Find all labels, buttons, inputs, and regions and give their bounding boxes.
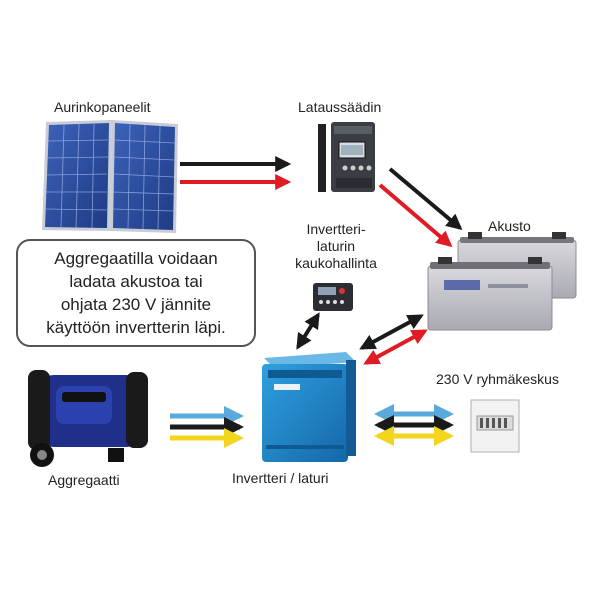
battery-label: Akusto — [488, 218, 531, 234]
controller-battery-arrow-black — [388, 167, 463, 231]
remote-label-line2: laturin — [316, 238, 356, 254]
solar-panels-image — [42, 120, 178, 233]
battery-inverter-arrow-black — [359, 314, 424, 350]
battery-inverter-arrow-red — [363, 329, 428, 365]
remote-control-image — [313, 283, 353, 311]
solar-panels-label: Aurinkopaneelit — [54, 99, 151, 115]
info-note-box: Aggregaatilla voidaan ladata akustoa tai… — [16, 239, 256, 347]
info-note-line1: Aggregaatilla voidaan — [54, 249, 218, 268]
charge-controller-label: Lataussäädin — [298, 99, 382, 115]
info-note-line4: käyttöön invertterin läpi. — [46, 318, 226, 337]
remote-inverter-arrow — [296, 312, 320, 350]
distribution-board-image — [470, 399, 520, 453]
battery-bank-image — [427, 232, 577, 331]
remote-label-line3: kaukohallinta — [295, 255, 377, 271]
inverter-charger-image — [262, 352, 356, 462]
generator-label: Aggregaatti — [48, 472, 120, 488]
charge-controller-image — [318, 122, 375, 192]
distribution-board-label: 230 V ryhmäkeskus — [436, 371, 559, 387]
generator-image — [28, 370, 148, 467]
remote-control-label: Invertteri- laturin kaukohallinta — [290, 221, 382, 272]
info-note-line2: ladata akustoa tai — [69, 272, 203, 291]
inverter-charger-label: Invertteri / laturi — [232, 470, 329, 486]
info-note-line3: ohjata 230 V jännite — [60, 295, 212, 314]
controller-battery-arrow-red — [378, 183, 453, 248]
remote-label-line1: Invertteri- — [306, 221, 366, 237]
